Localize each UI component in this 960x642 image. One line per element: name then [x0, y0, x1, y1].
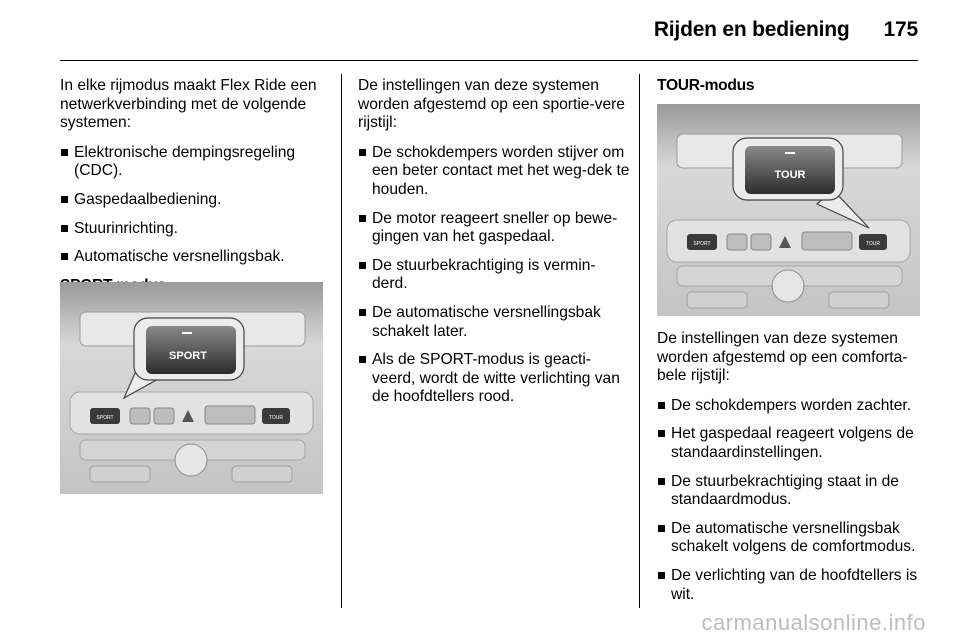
intro-paragraph: In elke rijmodus maakt Flex Ride een net… — [60, 77, 317, 132]
header-rule — [60, 60, 918, 61]
page-number: 175 — [883, 18, 919, 41]
list-item: De automatische versnellingsbak schakelt… — [657, 520, 923, 557]
column-divider — [639, 74, 640, 608]
tour-mode-photo: SPORT TOUR TOUR — [657, 104, 920, 316]
list-item: De verlichting van de hoofdtellers is wi… — [657, 567, 923, 604]
page-header: Rijden en bediening 175 — [654, 18, 918, 42]
column-2: De instellingen van deze systemen worden… — [358, 77, 630, 417]
sport-effects-list: De schokdempers worden stijver om een be… — [358, 144, 630, 407]
column-divider — [341, 74, 342, 608]
panel-tour-label: TOUR — [866, 241, 880, 247]
list-item: De automatische versnellingsbak schakelt… — [358, 304, 630, 341]
section-title: Rijden en bediening — [653, 18, 850, 41]
column-3: TOUR-modus — [657, 77, 923, 107]
watermark: carmanualsonline.info — [701, 610, 926, 635]
system-list: Elektronische dempingsregeling (CDC). Ga… — [60, 144, 332, 267]
list-item: De stuurbekrachtiging staat in de standa… — [657, 473, 923, 510]
list-item: Automatische versnellingsbak. — [60, 248, 332, 267]
column-1: In elke rijmodus maakt Flex Ride een net… — [60, 77, 332, 306]
panel-sport-label: SPORT — [693, 241, 710, 247]
list-item: Stuurinrichting. — [60, 220, 332, 239]
list-item: Gaspedaalbediening. — [60, 191, 332, 210]
intro-paragraph: De instellingen van deze systemen worden… — [657, 330, 908, 385]
list-item: De schokdempers worden stijver om een be… — [358, 144, 630, 200]
list-item: Het gaspedaal reageert volgens de standa… — [657, 425, 923, 462]
panel-sport-label: SPORT — [96, 415, 113, 421]
sport-button-label: SPORT — [169, 350, 207, 362]
list-item: Als de SPORT-modus is geacti-veerd, word… — [358, 351, 630, 407]
tour-button-label: TOUR — [775, 169, 806, 181]
column-3-body: De instellingen van deze systemen worden… — [657, 330, 923, 614]
list-item: De stuurbekrachtiging is vermin-derd. — [358, 257, 630, 294]
tour-mode-heading: TOUR-modus — [657, 77, 755, 94]
intro-paragraph: De instellingen van deze systemen worden… — [358, 77, 625, 132]
list-item: De motor reageert sneller op bewe-gingen… — [358, 210, 630, 247]
sport-mode-photo: SPORT TOUR SPORT — [60, 282, 323, 494]
panel-tour-label: TOUR — [269, 415, 283, 421]
list-item: Elektronische dempingsregeling (CDC). — [60, 144, 332, 181]
tour-effects-list: De schokdempers worden zachter. Het gasp… — [657, 397, 923, 604]
list-item: De schokdempers worden zachter. — [657, 397, 923, 416]
